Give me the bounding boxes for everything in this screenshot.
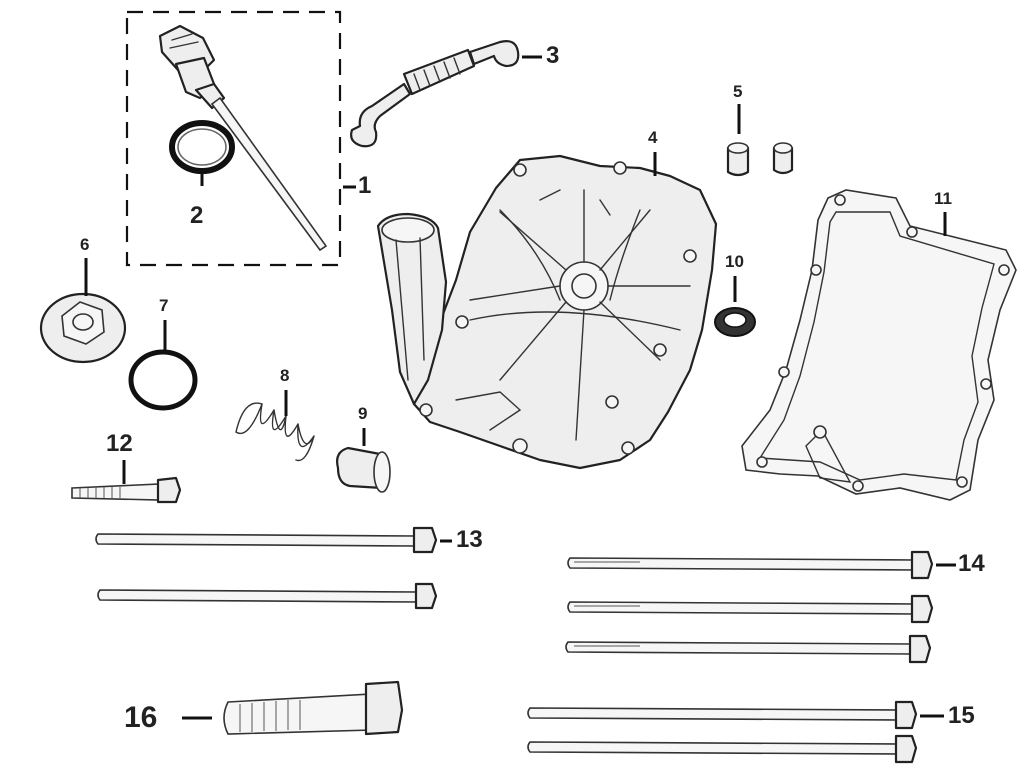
- callout-13: 13: [456, 526, 483, 553]
- part-10-oil-seal[interactable]: [714, 307, 756, 337]
- callout-15: 15: [948, 702, 975, 729]
- part-5-dowel-pins[interactable]: [726, 142, 794, 177]
- callout-6: 6: [80, 235, 90, 254]
- callout-3: 3: [546, 42, 560, 69]
- part-4-crankcase-cover[interactable]: [376, 154, 718, 470]
- callout-1: 1: [358, 172, 372, 199]
- part-3-breather-hose[interactable]: [350, 40, 520, 148]
- callout-4: 4: [648, 128, 658, 147]
- callout-11: 11: [934, 189, 952, 208]
- part-12-bolt[interactable]: [71, 476, 182, 504]
- part-1-oil-dipstick[interactable]: [158, 24, 328, 252]
- callout-9: 9: [358, 404, 368, 423]
- part-13-long-bolts[interactable]: [95, 526, 438, 610]
- callout-16: 16: [124, 701, 158, 734]
- part-8-spring[interactable]: [235, 402, 315, 462]
- part-6-flange-nut[interactable]: [39, 292, 127, 364]
- callout-2: 2: [190, 202, 204, 229]
- part-2-o-ring[interactable]: [169, 120, 235, 174]
- callout-8: 8: [280, 366, 290, 385]
- part-14-long-bolts[interactable]: [565, 550, 934, 664]
- dipstick-group-box: [125, 10, 342, 267]
- part-16-stud-bolt[interactable]: [223, 680, 404, 736]
- part-15-long-bolts[interactable]: [527, 700, 918, 764]
- callout-12: 12: [106, 430, 133, 457]
- callout-5: 5: [733, 82, 743, 101]
- part-9-strainer-cap[interactable]: [336, 446, 391, 493]
- callout-10: 10: [725, 252, 744, 271]
- callout-7: 7: [159, 296, 169, 315]
- callout-14: 14: [958, 550, 985, 577]
- part-11-gasket[interactable]: [741, 189, 1017, 501]
- part-7-o-ring[interactable]: [128, 349, 198, 411]
